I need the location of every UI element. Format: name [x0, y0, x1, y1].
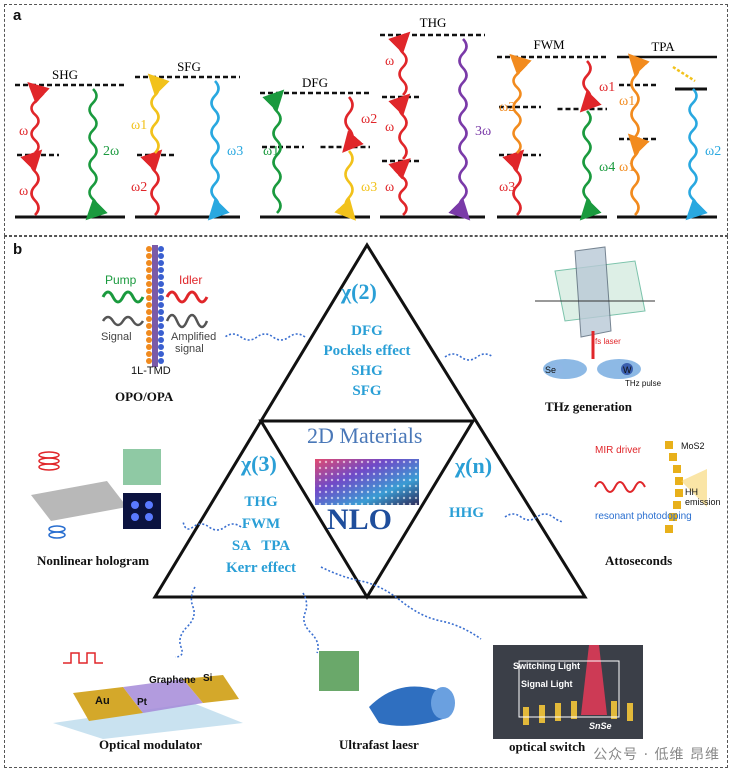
frequency-label: ω — [385, 54, 394, 69]
process-title: TPA — [651, 39, 675, 54]
frequency-label: ω2 — [499, 100, 515, 115]
opo-material-label: 1L-TMD — [131, 365, 171, 377]
watermark: 公众号 · 低维 昂维 — [593, 747, 720, 763]
connector-thz — [444, 353, 494, 361]
switch-light2-label: Signal Light — [521, 679, 573, 689]
chi3-items: THG FWM SA TPA Kerr effect — [201, 491, 321, 579]
modulator-au-label: Au — [95, 695, 110, 707]
process-thg — [380, 33, 485, 219]
inner-triangle — [258, 419, 476, 600]
thz-pulse-label: THz pulse — [625, 379, 662, 388]
frequency-label: ω2 — [361, 112, 377, 127]
chin-label: χ(n) — [455, 453, 493, 478]
frequency-labels: SHGωω2ωSFGω2ω1ω3DFGω1ω2ω3THGωωω3ωFWMω3ω2… — [19, 15, 721, 199]
chi3-item-thg: THG — [244, 494, 278, 510]
chi2-items: DFG Pockels effect SHG SFG — [305, 321, 429, 401]
tpa-relaxation-arrow — [672, 65, 696, 83]
frequency-label: 3ω — [475, 124, 491, 139]
frequency-label: ω1 — [619, 94, 635, 109]
chi2-item-dfg: DFG — [351, 323, 383, 339]
laser-figure — [319, 647, 459, 737]
frequency-label: ω1 — [599, 80, 615, 95]
process-title: SFG — [177, 59, 201, 74]
opo-amplified-signal-label: signal — [175, 343, 204, 355]
opo-signal-label: Signal — [101, 331, 132, 343]
panel-a-tag: a — [13, 7, 22, 24]
atto-material-label: MoS2 — [681, 441, 705, 451]
caption-switch: optical switch — [509, 739, 586, 754]
chi2-label: χ(2) — [341, 279, 377, 304]
chi2-item-sfg: SFG — [352, 383, 382, 399]
switch-material-label: SnSe — [589, 721, 612, 731]
chi3-label: χ(3) — [241, 451, 277, 476]
thz-laser-label: fs laser — [595, 337, 621, 346]
frequency-label: ω — [385, 120, 394, 135]
frequency-label: ω — [19, 124, 28, 139]
connectors — [174, 333, 564, 658]
chi2-item-pockels: Pockels effect — [323, 343, 411, 359]
opo-figure: Pump Idler Signal Amplified signal 1L-TM… — [95, 239, 225, 379]
caption-hologram: Nonlinear hologram — [37, 553, 150, 568]
modulator-pt-label: Pt — [137, 697, 147, 708]
frequency-label: ω1 — [263, 144, 279, 159]
atto-emission-label: HH emission — [685, 487, 721, 507]
panel-b: b χ(2) DFG Pockels effect SHG — [4, 236, 728, 768]
frequency-label: ω1 — [131, 118, 147, 133]
connector-laser — [302, 592, 319, 654]
thz-w-label: W — [623, 365, 632, 375]
panel-b-tag: b — [13, 241, 23, 258]
energy-level-diagrams: SHGωω2ωSFGω2ω1ω3DFGω1ω2ω3THGωωω3ωFWMω3ω2… — [15, 15, 721, 221]
chin-item-hhg: HHG — [449, 505, 485, 521]
chi3-item-fwm: FWM — [241, 516, 281, 532]
opo-pump-label: Pump — [105, 273, 137, 287]
frequency-label: ω2 — [705, 144, 721, 159]
process-title: FWM — [533, 37, 565, 52]
nlo-triangle-diagram — [152, 242, 588, 658]
modulator-graphene-label: Graphene — [149, 675, 196, 686]
frequency-label: 2ω — [103, 144, 119, 159]
hologram-figure — [27, 445, 197, 545]
caption-laser: Ultrafast laesr — [339, 737, 419, 752]
frequency-label: ω — [19, 184, 28, 199]
frequency-label: ω1 — [619, 160, 635, 175]
atto-photodoping-label: resonant photodoping — [595, 511, 692, 522]
opo-idler-label: Idler — [179, 273, 203, 287]
thz-figure: Se W fs laser THz pulse — [515, 241, 665, 391]
process-title: THG — [420, 15, 447, 30]
frequency-label: ω3 — [361, 180, 377, 195]
attoseconds-figure: MIR driver MoS2 HH emission resonant pho… — [589, 437, 721, 547]
process-title: SHG — [52, 67, 78, 82]
modulator-figure: Au Pt Graphene Si — [53, 643, 243, 739]
center-title: 2D Materials — [307, 423, 423, 448]
process-title: DFG — [302, 75, 328, 90]
opo-amplified-label: Amplified — [171, 331, 217, 343]
frequency-label: ω4 — [599, 160, 615, 175]
center-nlo-label: NLO — [327, 503, 393, 536]
caption-attoseconds: Attoseconds — [605, 553, 673, 568]
modulator-si-label: Si — [203, 673, 213, 684]
switch-light1-label: Switching Light — [513, 661, 580, 671]
connector-switch — [320, 566, 482, 640]
caption-opo: OPO/OPA — [115, 389, 174, 404]
caption-modulator: Optical modulator — [99, 737, 202, 752]
tmd-chain — [146, 245, 164, 367]
thz-se-label: Se — [545, 365, 557, 375]
caption-thz: THz generation — [545, 399, 633, 414]
chi3-item-sa-tpa: SA TPA — [231, 538, 291, 554]
connector-hologram — [182, 520, 242, 531]
frequency-label: ω — [385, 180, 394, 195]
atto-driver-label: MIR driver — [595, 445, 642, 456]
chi2-item-shg: SHG — [351, 363, 383, 379]
connector-opo — [224, 333, 306, 341]
photon-waves — [20, 31, 708, 221]
frequency-label: ω2 — [131, 180, 147, 195]
chi3-item-kerr: Kerr effect — [225, 560, 297, 576]
frequency-label: ω3 — [227, 144, 243, 159]
connector-atto — [504, 513, 564, 523]
frequency-label: ω3 — [499, 180, 515, 195]
switch-figure: Switching Light Signal Light SnSe — [493, 645, 643, 739]
